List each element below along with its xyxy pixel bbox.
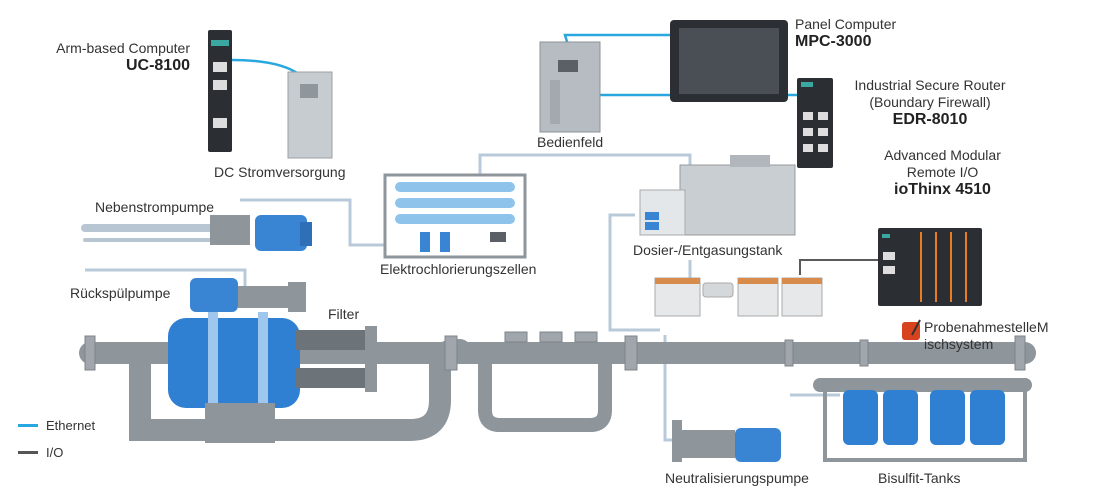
iothinx-module: [878, 228, 982, 306]
dosing-containers: [654, 277, 823, 317]
rueckspuelpumpe-label: Rückspülpumpe: [70, 285, 171, 301]
rueckspuel-pump: [190, 278, 306, 312]
edr8010-router: [797, 78, 833, 168]
legend-item-io: I/O: [18, 445, 63, 460]
ethernet-line-swatch: [18, 424, 38, 427]
bisulfit-tanks-label: Bisulfit-Tanks: [878, 470, 961, 486]
legend-label-ethernet: Ethernet: [46, 418, 96, 433]
io-cables: [799, 259, 880, 275]
probenahme-sensor: [902, 319, 921, 340]
filter-tank: [168, 312, 377, 443]
panel-computer-label: Panel Computer MPC-3000: [795, 16, 897, 50]
bisulfit-tanks: [823, 378, 1027, 462]
filter-label: Filter: [328, 306, 360, 322]
legend-label-io: I/O: [46, 445, 64, 460]
uc8100-device: [208, 30, 232, 152]
nebenstrom-pump: [210, 215, 312, 251]
remote-io-label: Advanced Modular Remote I/O ioThinx 4510: [884, 147, 1001, 198]
dc-power-label: DC Stromversorgung: [214, 164, 346, 180]
nebenstrompumpe-label: Nebenstrompumpe: [95, 199, 215, 215]
io-line-swatch: [18, 451, 38, 454]
io-cable-remote-io: [799, 259, 880, 275]
legend-item-ethernet: Ethernet: [18, 418, 95, 433]
pipe-flanges: [84, 331, 1026, 371]
router-label: Industrial Secure Router (Boundary Firew…: [854, 77, 1006, 128]
neutralisierungs-pump: [672, 420, 781, 462]
arm-computer-label: Arm-based Computer UC-8100: [56, 40, 190, 74]
neutralisierungspumpe-label: Neutralisierungspumpe: [665, 470, 809, 486]
bedienfeld-cabinet: [539, 41, 601, 133]
elektrochlorierung-label: Elektrochlorierungszellen: [380, 261, 537, 277]
dosier-tank-label: Dosier-/Entgasungstank: [633, 242, 783, 258]
probenahme-label: ProbenahmestelleM ischsystem: [924, 319, 1049, 352]
elektrochlorierung-unit: [383, 173, 527, 259]
bypass-loop: [478, 358, 612, 432]
dosier-tank-unit: [639, 155, 796, 236]
bedienfeld-label: Bedienfeld: [537, 134, 604, 150]
mpc3000-panel: [670, 20, 788, 102]
dc-power-supply: [287, 71, 333, 159]
